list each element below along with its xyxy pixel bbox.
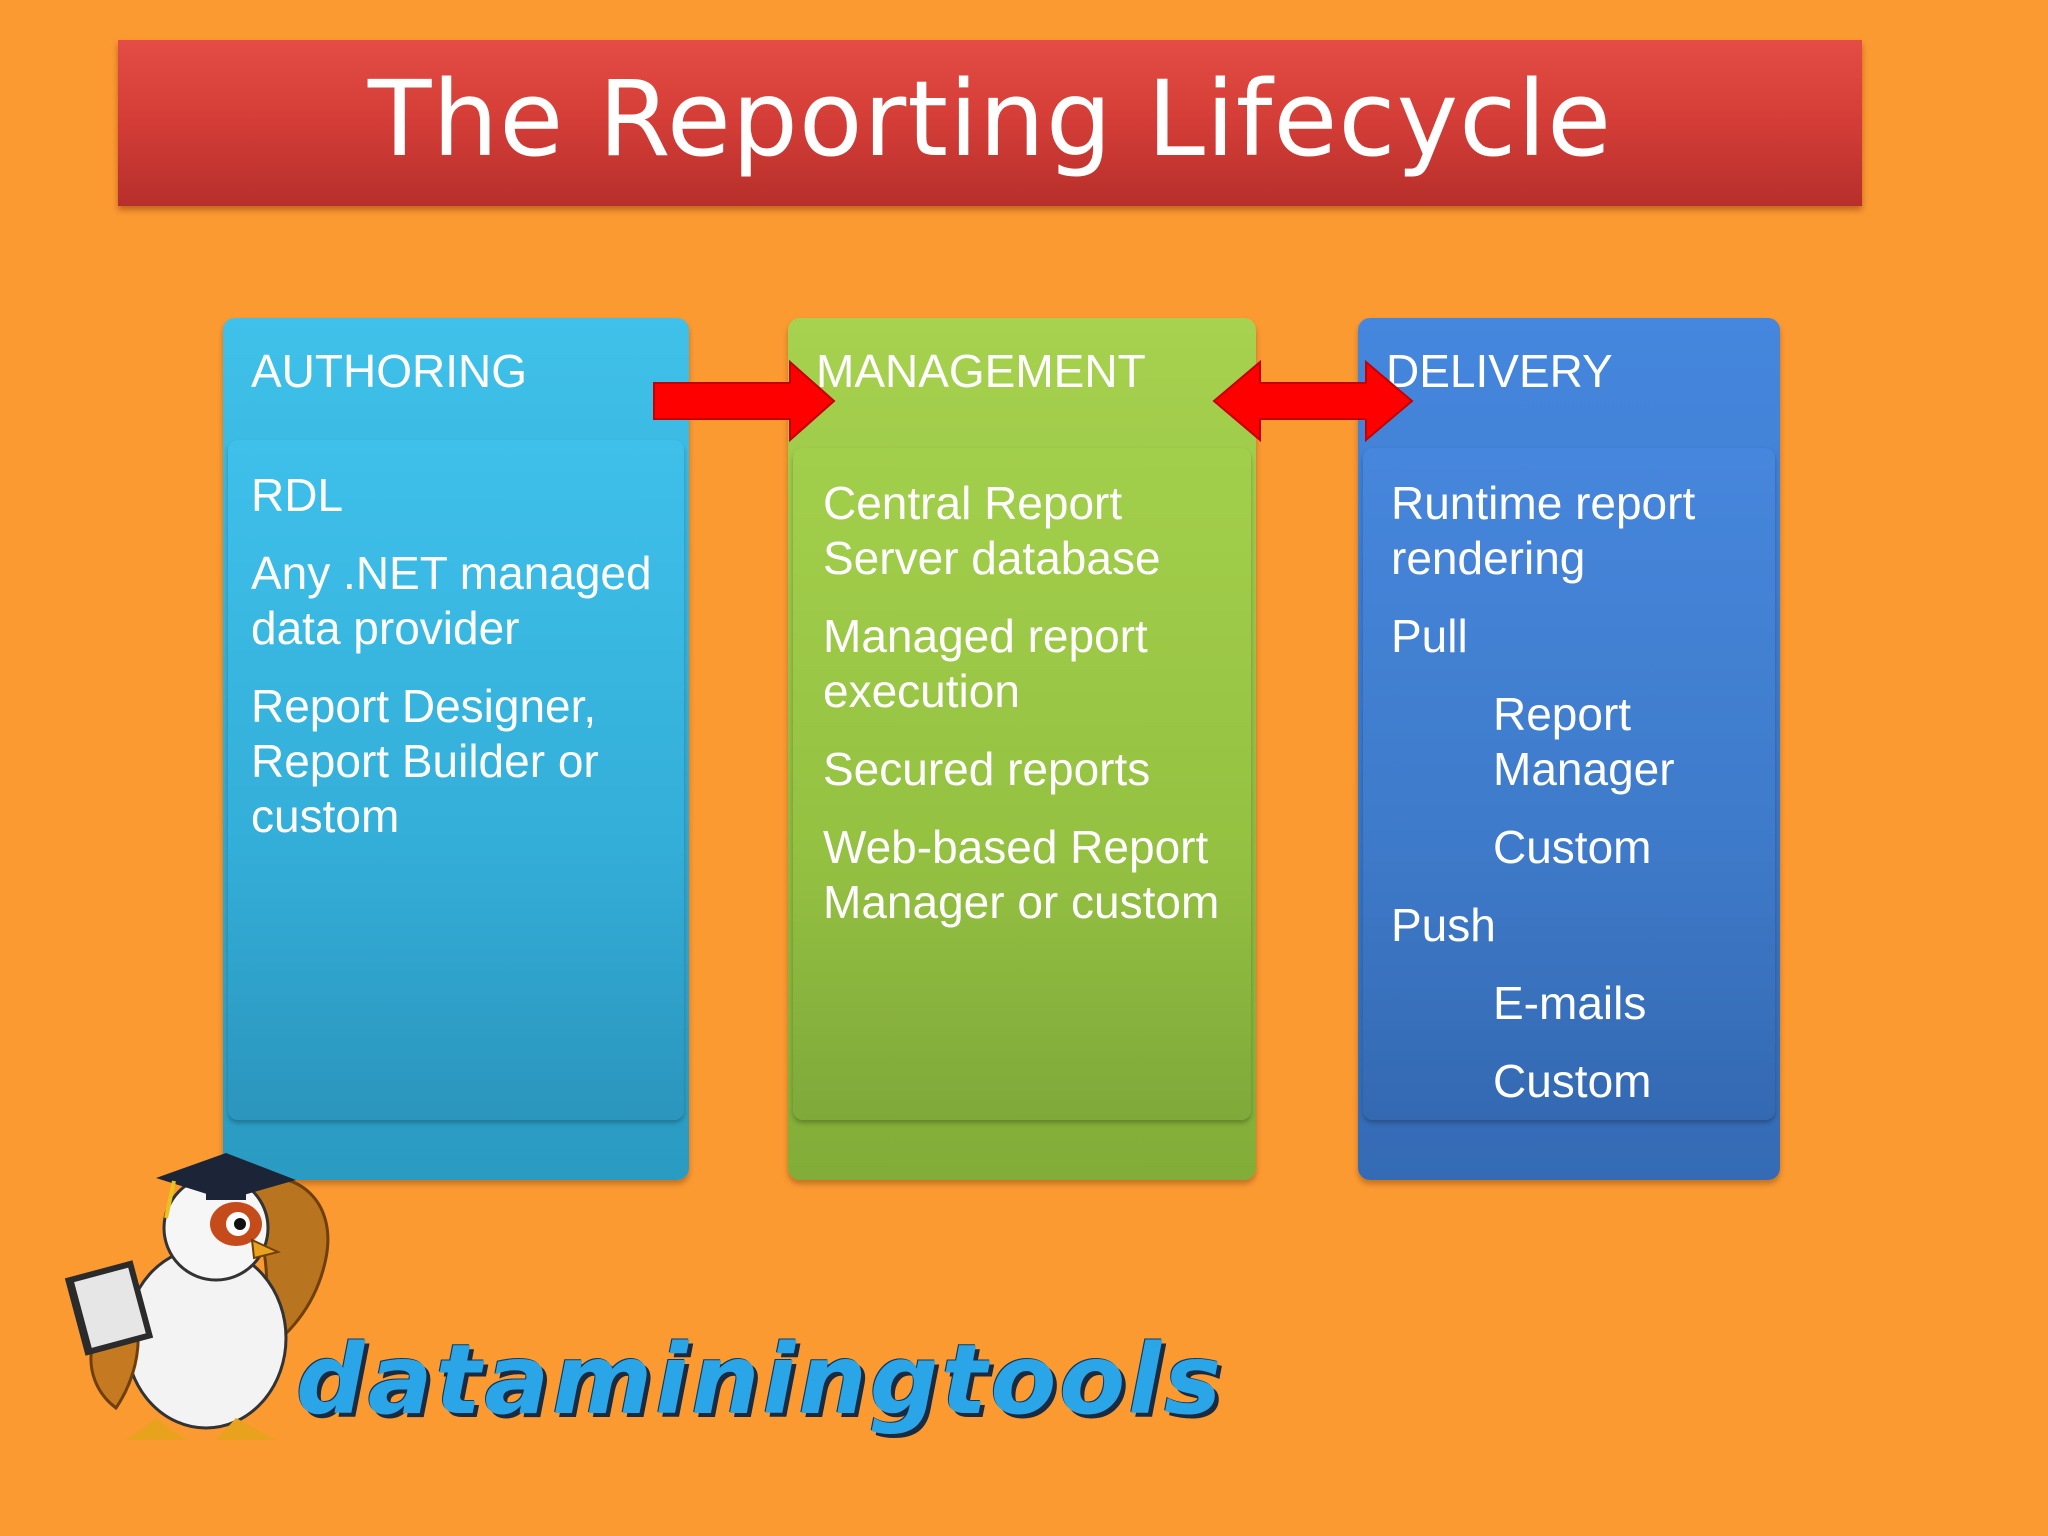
column-authoring-body: RDL Any .NET managed data provider Repor…	[228, 440, 684, 1120]
column-management-body: Central Report Server database Managed r…	[793, 448, 1251, 1120]
arrow-right-icon	[653, 359, 836, 443]
delivery-item: Runtime report rendering	[1391, 477, 1696, 584]
double-arrow-icon	[1212, 359, 1414, 443]
column-delivery-heading: DELIVERY	[1386, 345, 1613, 397]
title-banner: The Reporting Lifecycle	[118, 40, 1862, 206]
delivery-subitem: Custom	[1493, 821, 1652, 873]
delivery-item: Pull	[1391, 610, 1468, 662]
management-item: Managed report execution	[823, 610, 1148, 717]
column-delivery: DELIVERY Runtime report rendering Pull R…	[1358, 318, 1780, 1180]
column-management-heading: MANAGEMENT	[816, 345, 1146, 397]
management-item: Web-based Report Manager or custom	[823, 821, 1220, 928]
authoring-item: RDL	[251, 469, 344, 521]
column-management: MANAGEMENT Central Report Server databas…	[788, 318, 1256, 1180]
logo: dataminingtools	[56, 1148, 1221, 1468]
slide-title: The Reporting Lifecycle	[367, 58, 1613, 180]
management-item: Central Report Server database	[823, 477, 1161, 584]
logo-wordmark: dataminingtools	[296, 1324, 1225, 1436]
delivery-item: Push	[1391, 899, 1496, 951]
authoring-item: Any .NET managed data provider	[251, 547, 652, 654]
column-authoring-heading: AUTHORING	[251, 345, 527, 397]
delivery-subitem: Custom	[1493, 1055, 1652, 1107]
owl-graduate-icon	[64, 1153, 330, 1440]
column-authoring: AUTHORING RDL Any .NET managed data prov…	[223, 318, 689, 1180]
management-item: Secured reports	[823, 743, 1151, 795]
delivery-subitem: Report Manager	[1493, 688, 1675, 795]
delivery-subitem: E-mails	[1493, 977, 1647, 1029]
column-delivery-body: Runtime report rendering Pull Report Man…	[1363, 448, 1775, 1120]
authoring-item: Report Designer, Report Builder or custo…	[251, 680, 599, 842]
